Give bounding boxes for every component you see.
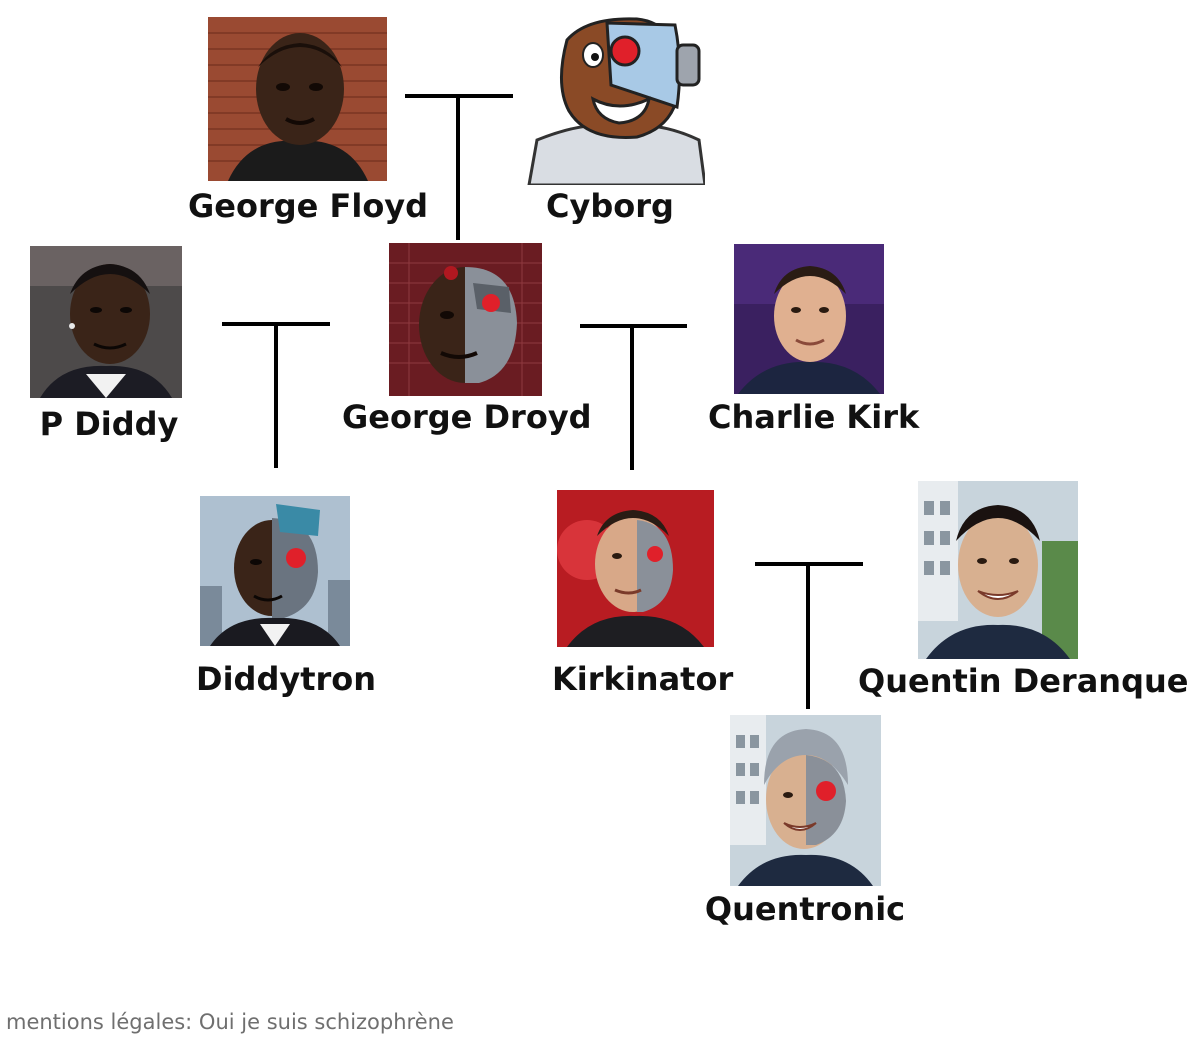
quentronic-label: Quentronic [704,890,906,928]
george-floyd-label: George Floyd [188,187,429,225]
quentronic-portrait [730,715,881,886]
cyborg-label: Cyborg [546,187,674,225]
p-diddy-portrait [30,246,182,398]
george-droyd-portrait [389,243,542,396]
diddytron-portrait [200,496,350,646]
descent-line-kirkinator-quentin [806,562,810,709]
george-droyd-label: George Droyd [342,398,592,436]
diddytron-label: Diddytron [196,660,377,698]
charlie-kirk-portrait [734,244,884,394]
george-floyd-portrait [208,17,387,181]
kirkinator-label: Kirkinator [552,660,734,698]
p-diddy-label: P Diddy [39,405,179,443]
legal-footnote: mentions légales: Oui je suis schizophrè… [6,1010,454,1034]
charlie-kirk-label: Charlie Kirk [708,398,920,436]
kirkinator-portrait [557,490,714,647]
descent-line-diddy-droyd [274,322,278,468]
quentin-deranque-portrait [918,481,1078,659]
descent-line-floyd-cyborg [456,94,460,240]
descent-line-droyd-kirk [630,324,634,470]
quentin-deranque-label: Quentin Deranque [858,662,1189,700]
cyborg-portrait [527,15,705,185]
